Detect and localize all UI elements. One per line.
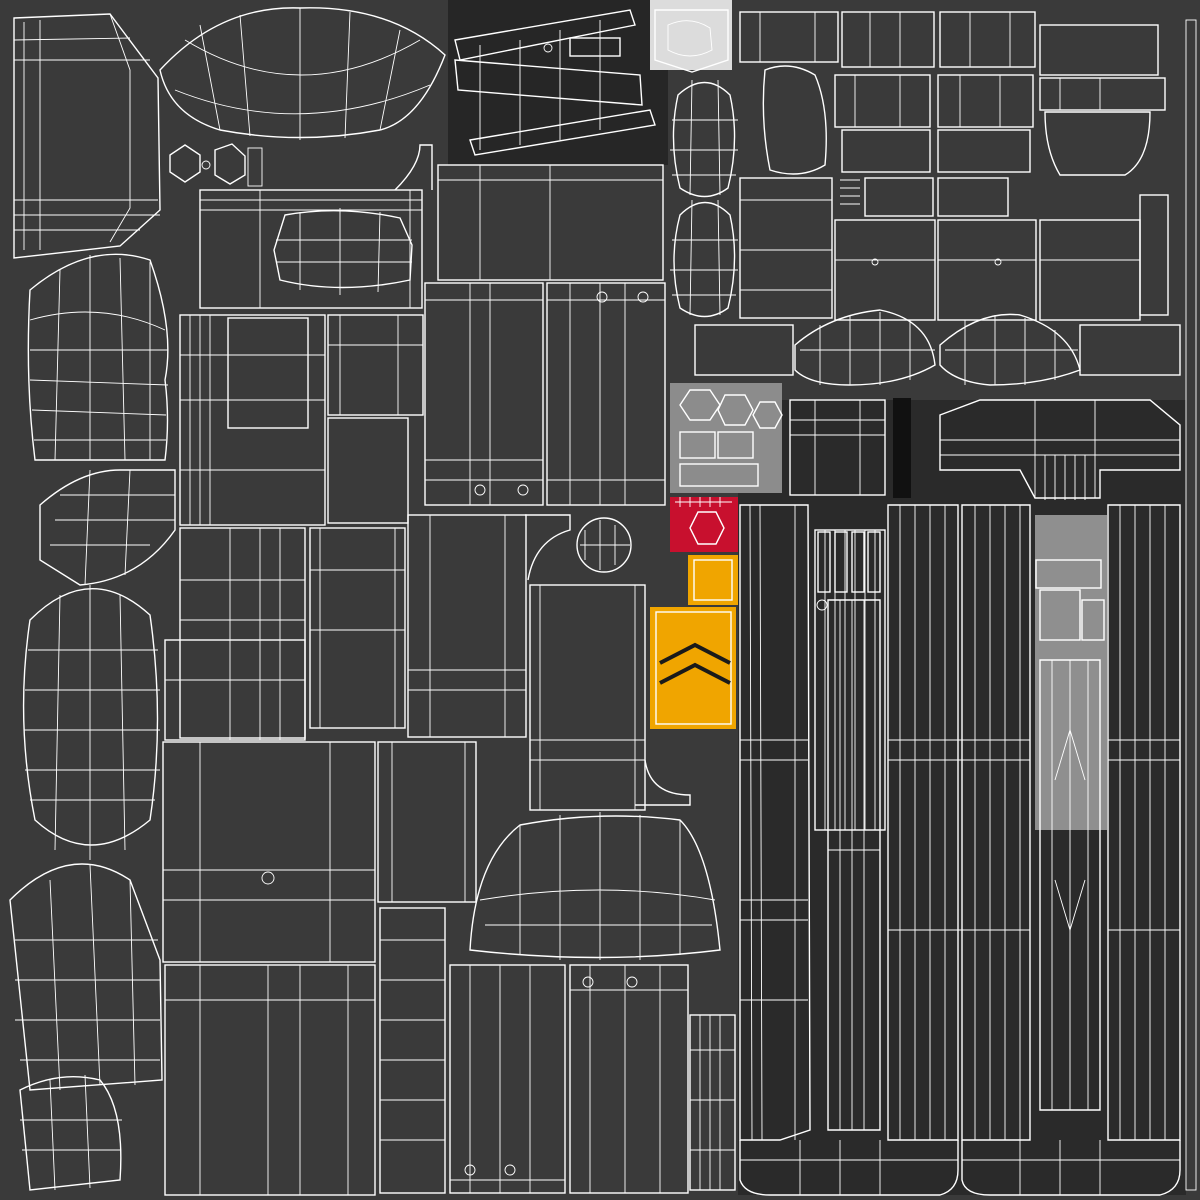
uv-island-elbow — [39, 469, 176, 586]
hex-bolt-icon — [679, 389, 721, 421]
uv-island-center-column — [424, 164, 666, 506]
uv-island-grey-bolt-sheet — [670, 383, 783, 493]
uv-island-long-strap-3 — [887, 504, 1031, 1141]
uv-island-knee-pad — [27, 253, 169, 461]
uv-island-torso-left — [164, 527, 406, 741]
light-top-patch — [650, 0, 732, 70]
uv-island-shoulder-bottoms — [694, 309, 1181, 386]
uv-island-long-strap-2 — [814, 529, 886, 1131]
uv-island-red-label — [670, 497, 738, 552]
uv-island-strap-ends — [739, 1140, 1181, 1196]
uv-island-light-strap — [1035, 559, 1105, 1111]
uv-island-orange-small — [688, 555, 738, 605]
uv-island-lower-center — [449, 964, 736, 1194]
uv-island-back-panel — [179, 314, 424, 526]
uv-island-boot-upper — [13, 13, 161, 259]
uv-island-long-strap-1 — [739, 504, 811, 1141]
dark-column-black-strip — [893, 398, 911, 498]
uv-island-straps — [454, 9, 656, 156]
uv-island-bottom-left-panels — [162, 741, 477, 1196]
light-grey-column — [1035, 515, 1107, 830]
uv-island-shoulder-pad-top — [159, 7, 446, 140]
uv-island-canteen-stack — [670, 79, 738, 318]
uv-island-barrel-pad — [22, 585, 160, 860]
uv-island-thin-edge — [1185, 19, 1197, 1191]
uv-island-hood — [469, 812, 721, 960]
uv-island-chest-plate — [199, 144, 433, 309]
uv-island-vest-front — [739, 177, 1169, 321]
uv-island-shin-guard — [9, 863, 163, 1191]
uv-island-orange-warning — [650, 607, 736, 729]
chevron-up-double-icon — [659, 642, 731, 685]
hexagon-decal-icon — [689, 511, 725, 545]
uv-island-ammo-boxes — [739, 11, 1166, 176]
uv-island-bolt-caps — [169, 143, 263, 187]
uv-island-helmet-patch — [654, 9, 729, 73]
uv-island-harness-top — [789, 399, 1181, 500]
uv-island-pouch — [407, 514, 691, 811]
